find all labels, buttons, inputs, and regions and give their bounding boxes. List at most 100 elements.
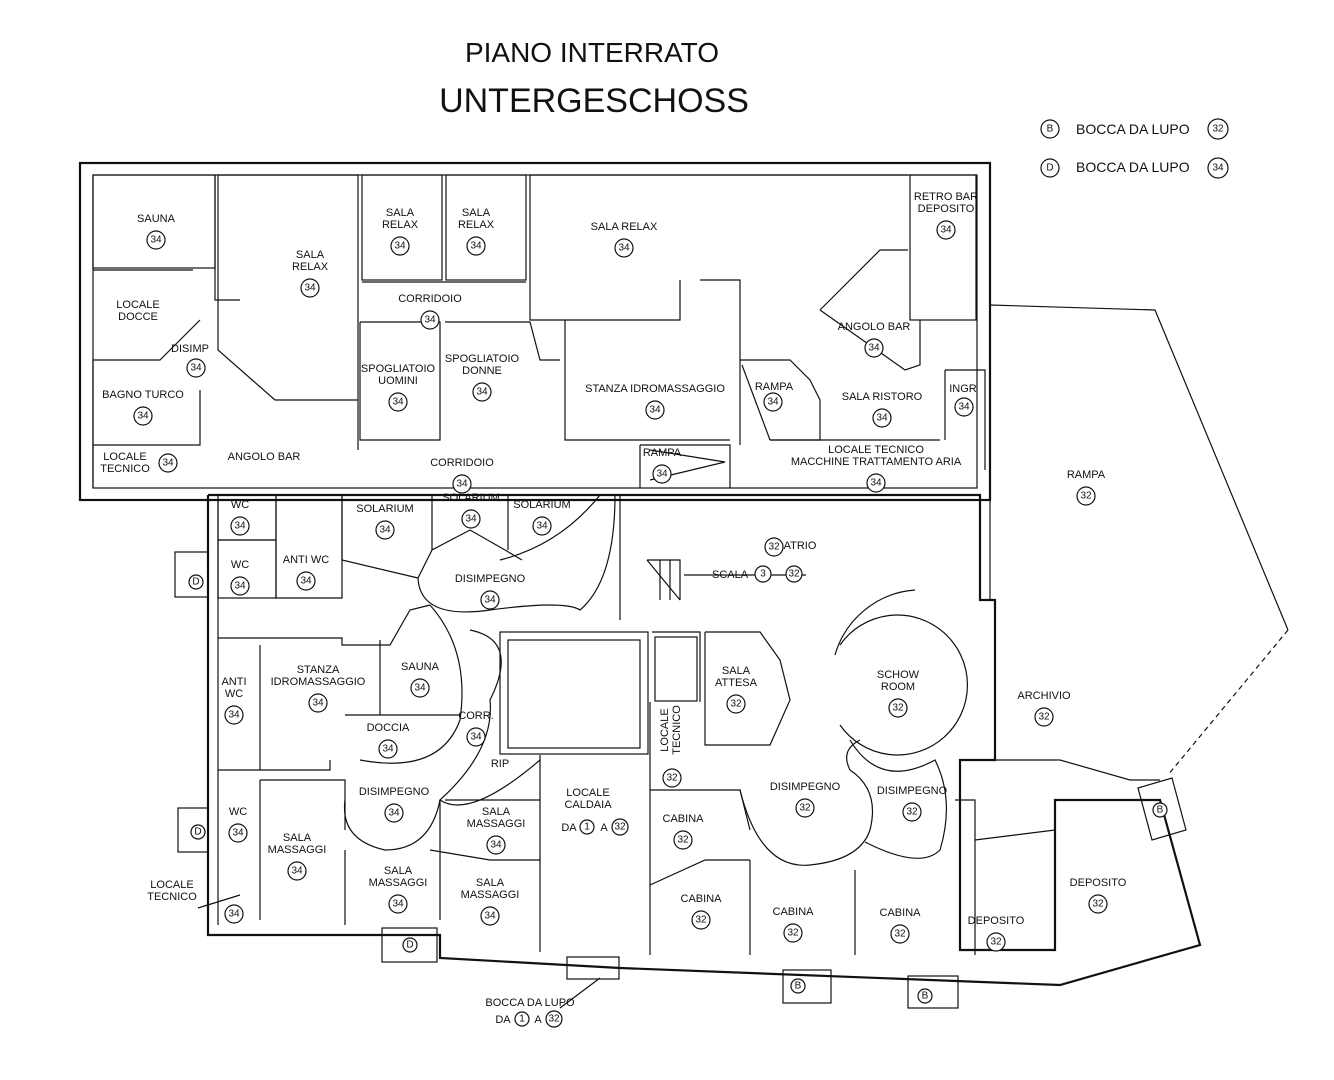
room-ref-circle	[864, 338, 884, 358]
room-ref-circle	[146, 230, 166, 250]
room-ref: 32	[1038, 712, 1050, 723]
room-ref: 34	[618, 243, 630, 254]
room-label: CORRIDOIO	[398, 293, 462, 305]
room-label: ANGOLO BAR	[228, 451, 301, 463]
room-label: ANGOLO BAR	[838, 321, 911, 333]
room-label: CABINA	[681, 893, 723, 905]
svg-text:DA: DA	[495, 1014, 511, 1026]
light-wells: D D D B B B	[174, 551, 1187, 1009]
room-label: RELAX	[382, 219, 419, 231]
room-label: SALA	[722, 665, 751, 677]
room-ref: 34	[470, 241, 482, 252]
room-ref: 34	[456, 479, 468, 490]
room-label: SOLARIUM	[513, 499, 570, 511]
room-ref: 32	[906, 807, 918, 818]
room-ref-circle	[461, 509, 481, 529]
room-label: DEPOSITO	[1070, 877, 1127, 889]
room-label: DISIMP	[171, 343, 209, 355]
legend-b-ref-text: 32	[1212, 124, 1224, 135]
room-ref-circle	[888, 698, 908, 718]
light-well-d-1	[174, 551, 209, 598]
room-label: MASSAGGI	[467, 818, 526, 830]
room-ref: 34	[232, 828, 244, 839]
caldaia-range: DA 1 A 32	[561, 818, 629, 836]
room-label: DISIMPEGNO	[359, 786, 430, 798]
title-line-1: PIANO INTERRATO	[465, 37, 719, 68]
room-label: TECNICO	[100, 463, 150, 475]
room-ref-circle	[133, 406, 153, 426]
room-label: LOCALE	[659, 708, 671, 751]
walls	[78, 161, 1202, 987]
room-ref-circle	[388, 894, 408, 914]
room-angolo-bar-2: ANGOLO BAR	[228, 451, 301, 463]
room-ref-circle	[452, 474, 472, 494]
room-ref: 34	[228, 909, 240, 920]
room-label: DOCCIA	[367, 722, 410, 734]
room-label: WC	[225, 688, 243, 700]
room-ref-circle	[614, 238, 634, 258]
svg-text:3: 3	[760, 569, 766, 580]
room-ref: 34	[394, 241, 406, 252]
room-ref: 34	[388, 808, 400, 819]
room-ref: 34	[536, 521, 548, 532]
room-ref-circle	[228, 823, 248, 843]
locale-tecnico-leader	[197, 894, 241, 909]
room-label: SPOGLIATOIO	[361, 363, 436, 375]
room-label: DOCCE	[118, 311, 158, 323]
room-label: LOCALE	[116, 299, 159, 311]
room-ref-circle	[486, 835, 506, 855]
rampa-outline	[989, 304, 1289, 631]
scala-text: SCALA	[712, 569, 749, 581]
room-corr: CORR.34	[458, 710, 494, 747]
legend-d-label: BOCCA DA LUPO	[1076, 159, 1190, 175]
room-ref-circle	[224, 705, 244, 725]
room-ref-circle	[466, 727, 486, 747]
svg-text:B: B	[922, 991, 929, 1002]
legend-b-symbol-text: B	[1047, 124, 1054, 135]
room-ref: 34	[656, 469, 668, 480]
room-label: DEPOSITO	[918, 203, 975, 215]
room-ref-circle	[1076, 486, 1096, 506]
svg-text:DA: DA	[561, 822, 577, 834]
room-label: RELAX	[458, 219, 495, 231]
room-ref-circle	[287, 861, 307, 881]
room-ref-circle	[936, 220, 956, 240]
room-ref-circle	[1088, 894, 1108, 914]
room-label: DONNE	[462, 365, 502, 377]
room-ref-circle	[662, 768, 682, 788]
room-ref-circle	[872, 408, 892, 428]
room-ref: 34	[392, 899, 404, 910]
room-ref: 34	[868, 343, 880, 354]
room-ref-circle	[230, 576, 250, 596]
room-ref-circle	[726, 694, 746, 714]
room-ref: 32	[666, 773, 678, 784]
room-ref: 34	[382, 744, 394, 755]
light-well-d-2	[177, 807, 209, 853]
room-label: SOLARIUM	[356, 503, 413, 515]
room-label: LOCALE TECNICO	[828, 444, 924, 456]
room-ref: 34	[414, 683, 426, 694]
room-ref: 34	[484, 595, 496, 606]
room-label: CABINA	[663, 813, 705, 825]
svg-text:32: 32	[548, 1014, 560, 1025]
svg-text:1: 1	[584, 822, 590, 833]
